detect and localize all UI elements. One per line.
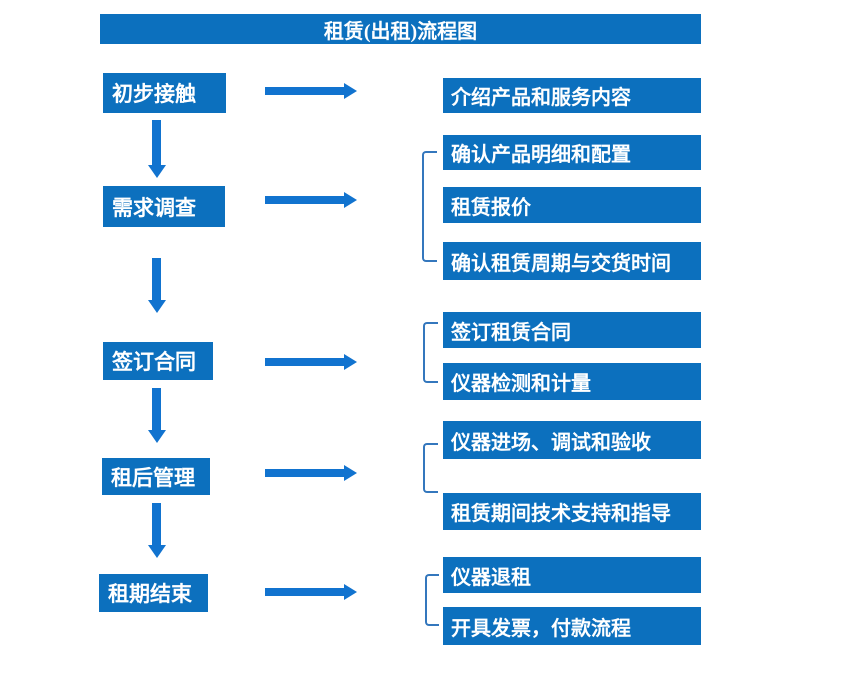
arrow-down-icon-4 [148, 503, 166, 558]
group-bracket-demand-survey [422, 151, 437, 262]
arrow-head [148, 165, 166, 178]
arrow-right-icon-4 [265, 465, 357, 481]
arrow-right-icon-3 [265, 354, 357, 370]
flowchart-title: 租赁(出租)流程图 [100, 14, 701, 44]
arrow-shaft [265, 588, 344, 596]
group-bracket-sign-contract [423, 322, 438, 383]
arrow-shaft [152, 503, 161, 545]
arrow-right-icon-5 [265, 584, 357, 600]
arrow-shaft [152, 388, 161, 430]
group-bracket-post-rental-management [423, 443, 438, 493]
group-bracket-rental-end [425, 574, 439, 626]
arrow-shaft [265, 196, 344, 204]
arrow-head [148, 545, 166, 558]
detail-box-instrument-setup-acceptance: 仪器进场、调试和验收 [443, 421, 701, 459]
detail-box-rental-quote: 租赁报价 [443, 187, 701, 223]
arrow-head [148, 430, 166, 443]
detail-box-instrument-return: 仪器退租 [443, 557, 701, 593]
arrow-down-icon-3 [148, 388, 166, 443]
arrow-shaft [265, 358, 344, 366]
arrow-right-icon-1 [265, 83, 357, 99]
arrow-head [344, 584, 357, 600]
step-box-sign-contract: 签订合同 [103, 342, 213, 380]
detail-box-introduce-products: 介绍产品和服务内容 [443, 78, 701, 113]
arrow-head [344, 465, 357, 481]
step-box-initial-contact: 初步接触 [103, 73, 226, 113]
arrow-right-icon-2 [265, 192, 357, 208]
arrow-shaft [152, 120, 161, 165]
detail-box-instrument-inspection: 仪器检测和计量 [443, 363, 701, 400]
detail-box-confirm-period-delivery: 确认租赁周期与交货时间 [443, 242, 701, 280]
arrow-shaft [152, 258, 161, 300]
arrow-shaft [265, 87, 344, 95]
detail-box-invoice-payment: 开具发票，付款流程 [443, 607, 701, 645]
step-box-rental-end: 租期结束 [99, 574, 208, 612]
arrow-down-icon-2 [148, 258, 166, 313]
arrow-head [344, 83, 357, 99]
detail-box-confirm-product-config: 确认产品明细和配置 [443, 135, 701, 170]
step-box-demand-survey: 需求调查 [103, 186, 225, 227]
detail-box-sign-rental-contract: 签订租赁合同 [443, 312, 701, 348]
arrow-head [148, 300, 166, 313]
arrow-head [344, 354, 357, 370]
arrow-shaft [265, 469, 344, 477]
step-box-post-rental-management: 租后管理 [102, 458, 210, 495]
detail-box-rental-tech-support: 租赁期间技术支持和指导 [443, 493, 701, 530]
arrow-down-icon-1 [148, 120, 166, 178]
arrow-head [344, 192, 357, 208]
